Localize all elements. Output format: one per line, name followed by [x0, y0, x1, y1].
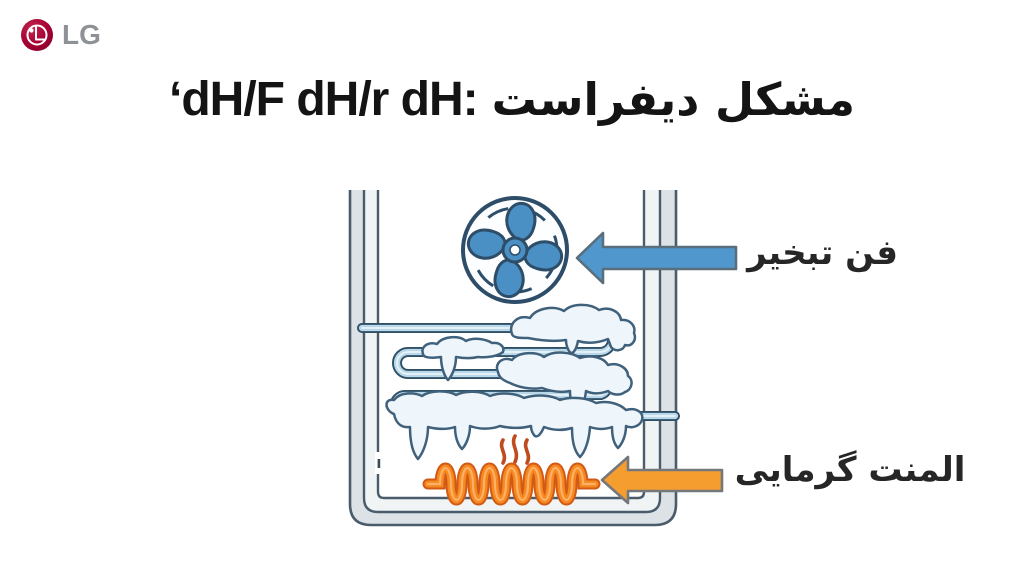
title-error-codes: ‘dH/F dH/r dH:	[169, 73, 479, 126]
lg-logo: LG	[20, 18, 101, 52]
ice-blob-left	[421, 335, 505, 382]
frost-ice	[385, 303, 644, 461]
lg-logo-mark-icon	[21, 19, 53, 51]
heat-waves-icon	[499, 434, 531, 465]
page-title: ‘dH/F dH/r dH: مشکل دیفراست	[0, 72, 1024, 127]
heater-callout-label: المنت گرمایی	[734, 450, 966, 490]
ice-blob-middle	[495, 351, 633, 416]
fan-arrow-icon	[575, 231, 738, 285]
ice-blob-top	[509, 303, 637, 355]
lg-wordmark: LG	[62, 19, 101, 50]
fan-callout-label: فن تبخیر	[747, 233, 898, 273]
ice-blob-bottom	[385, 390, 644, 461]
wall-line-dash	[377, 459, 381, 468]
heater-arrow-icon	[600, 455, 724, 505]
heater-element	[422, 462, 601, 506]
evaporator-fan-icon	[461, 196, 569, 304]
title-persian-text: مشکل دیفراست	[491, 73, 855, 126]
